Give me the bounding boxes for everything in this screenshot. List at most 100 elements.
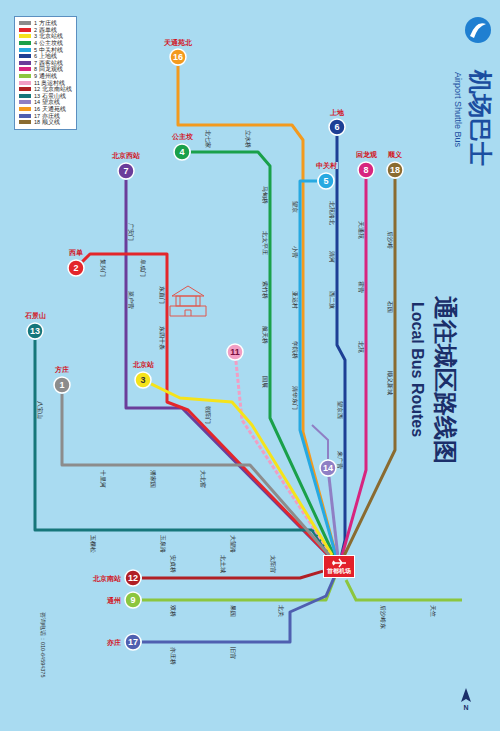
map-text: Local Bus Routes — [408, 302, 426, 437]
route-number: 8 — [357, 161, 375, 179]
route-circle — [125, 570, 141, 586]
legend-text: 13 石景山线 — [34, 93, 66, 99]
route-circle — [170, 49, 186, 65]
palace-base — [170, 306, 206, 316]
route-number-circle: 17 — [124, 633, 142, 651]
route-number-circle: 14 — [319, 459, 337, 477]
station-name: 后沙峪 — [387, 230, 393, 250]
legend-row: 16 天通苑线 — [19, 106, 72, 113]
station-name: 立水桥 — [245, 129, 251, 149]
station-name: 霍营 — [358, 280, 364, 294]
legend-row: 1 方庄线 — [19, 20, 72, 27]
airport-name: 首都机场 — [327, 568, 351, 575]
legend-swatch — [19, 28, 31, 32]
legend-swatch — [19, 54, 31, 58]
route-number: 16 — [169, 48, 187, 66]
legend-swatch — [19, 107, 31, 111]
legend-swatch — [19, 81, 31, 85]
legend-row: 3 北京站线 — [19, 33, 72, 40]
route-number: 9 — [124, 591, 142, 609]
map-text: Airport Shuttle Bus — [452, 72, 462, 147]
route-circle — [54, 377, 70, 393]
route-number: 12 — [124, 569, 142, 587]
route-circle — [135, 372, 151, 388]
station-name: 双桥 — [170, 604, 176, 618]
station-name: 北土城 — [220, 554, 226, 574]
bus-route-line — [142, 578, 335, 600]
station-name: 东四十条 — [159, 325, 165, 351]
legend-swatch — [19, 100, 31, 104]
legend-text: 16 天通苑线 — [34, 106, 66, 112]
legend-row: 7 西客站线 — [19, 60, 72, 67]
route-number: 17 — [124, 633, 142, 651]
station-name: 北关 — [278, 604, 284, 618]
north-arrow-head — [461, 688, 471, 702]
bus-route-line — [329, 477, 338, 555]
legend-text: 2 西单线 — [34, 27, 57, 33]
legend-text: 17 亦庄线 — [34, 113, 60, 119]
route-circle — [320, 460, 336, 476]
legend-text: 14 望京线 — [34, 99, 60, 105]
route-number: 5 — [317, 172, 335, 190]
route-number: 18 — [386, 161, 404, 179]
legend-swatch — [19, 48, 31, 52]
legend-row: 9 通州线 — [19, 73, 72, 80]
legend-row: 2 西单线 — [19, 27, 72, 34]
route-number-circle: 11 — [226, 343, 244, 361]
terminus-name: 石景山 — [24, 312, 47, 319]
legend-text: 12 北京南站线 — [34, 86, 72, 92]
route-circle — [358, 162, 374, 178]
route-number-circle: 8 — [357, 161, 375, 179]
station-name: 太阳宫 — [270, 554, 276, 574]
terminus-name: 北京站 — [132, 361, 155, 368]
station-name: 来广营 — [337, 450, 343, 470]
legend-text: 4 公主坟线 — [34, 40, 63, 46]
station-name: 安贞桥 — [170, 554, 176, 574]
station-name: 阜成门 — [140, 258, 146, 278]
station-name: 航天桥 — [262, 325, 268, 345]
route-circle — [125, 592, 141, 608]
station-name: 东直门 — [159, 285, 165, 305]
map-text: 机场巴士 — [467, 70, 493, 166]
airport-terminal-box: 首都机场 — [323, 555, 355, 578]
route-number-circle: 3 — [134, 371, 152, 389]
palace-roof — [172, 286, 204, 296]
station-name: 八宝山 — [37, 400, 43, 420]
terminus-name: 中关村 — [315, 162, 338, 169]
terminus-name: 顺义 — [387, 151, 403, 158]
station-name: 西二旗 — [329, 290, 335, 310]
station-name: 望京西 — [337, 400, 343, 420]
station-name: 广安门 — [128, 222, 134, 242]
legend-box: 1 方庄线2 西单线3 北京站线4 公主坟线5 中关村线6 上地线7 西客站线8… — [14, 16, 77, 130]
station-name: 菜户营 — [128, 290, 134, 310]
legend-text: 7 西客站线 — [34, 60, 63, 66]
route-number: 7 — [117, 162, 135, 180]
station-name: 清河 — [329, 250, 335, 264]
terminus-name: 上地 — [329, 109, 345, 116]
route-circle — [174, 144, 190, 160]
route-number-circle: 5 — [317, 172, 335, 190]
route-number: 14 — [319, 459, 337, 477]
legend-row: 6 上地线 — [19, 53, 72, 60]
station-name: 北苑 — [358, 340, 364, 354]
terminus-name: 北京西站 — [111, 152, 141, 159]
plane-shape — [332, 559, 346, 567]
airport-logo — [465, 17, 491, 43]
station-name: 小营 — [292, 245, 298, 259]
legend-text: 11 奥运村线 — [34, 80, 65, 86]
route-number-circle: 4 — [173, 143, 191, 161]
station-name: 北苑路北 — [329, 200, 335, 226]
terminus-name: 通州 — [106, 597, 122, 604]
legend-swatch — [19, 114, 31, 118]
logo-swirl — [470, 23, 486, 38]
legend-text: 18 顺义线 — [34, 119, 60, 125]
legend-row: 14 望京线 — [19, 99, 72, 106]
legend-swatch — [19, 61, 31, 65]
palace-hall — [176, 296, 200, 306]
legend-row: 17 亦庄线 — [19, 112, 72, 119]
legend-row: 8 回龙观线 — [19, 66, 72, 73]
legend-text: 1 方庄线 — [34, 20, 57, 26]
route-number-circle: 18 — [386, 161, 404, 179]
legend-swatch — [19, 41, 31, 45]
palace-illustration — [170, 286, 206, 316]
